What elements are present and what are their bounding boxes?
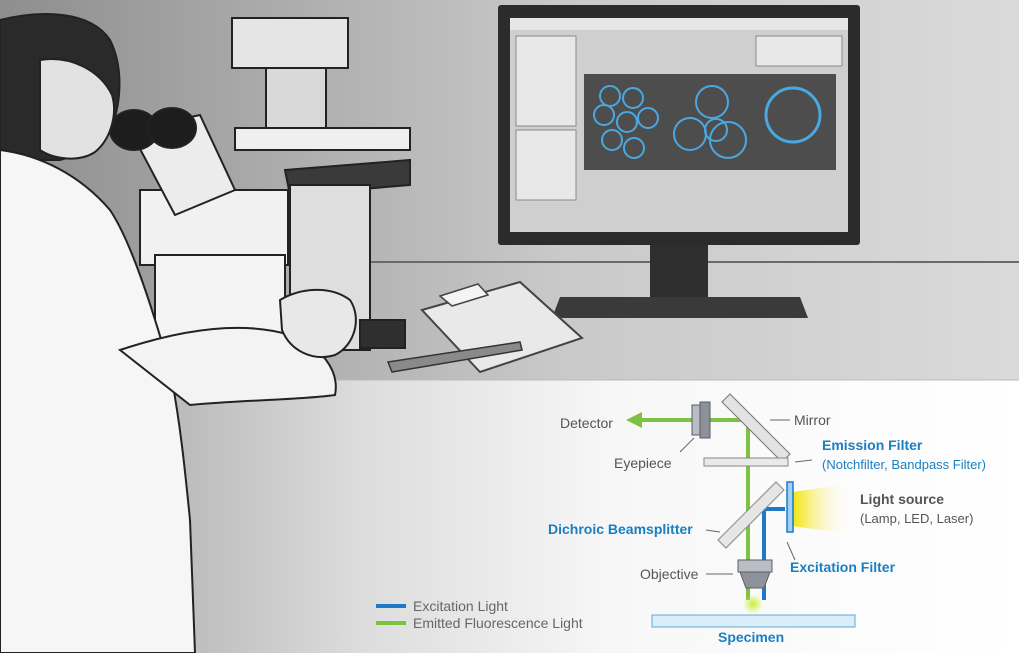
dichroic-label: Dichroic Beamsplitter <box>548 521 693 537</box>
specimen-label: Specimen <box>718 629 784 645</box>
legend-excitation-label: Excitation Light <box>413 598 508 614</box>
monitor <box>498 5 860 318</box>
specimen-slide <box>651 614 856 628</box>
light-source-label: Light source <box>860 491 944 507</box>
cell-images <box>584 74 836 170</box>
detector-arrow <box>626 412 642 428</box>
legend-emitted-label: Emitted Fluorescence Light <box>413 615 583 631</box>
legend: Excitation Light Emitted Fluorescence Li… <box>376 598 583 631</box>
excitation-filter <box>786 481 794 533</box>
optics-diagram: Detector Mirror Eyepiece Emission Filter… <box>376 393 986 645</box>
objective <box>737 559 773 589</box>
emission-filter-label: Emission Filter <box>822 437 923 453</box>
mirror-label: Mirror <box>794 412 831 428</box>
scientist <box>0 13 357 653</box>
mirror <box>721 393 791 463</box>
detector-label: Detector <box>560 415 613 431</box>
specimen-glow <box>743 594 763 614</box>
clipboard <box>386 280 584 374</box>
emission-filter-sublabel: (Notchfilter, Bandpass Filter) <box>822 457 986 472</box>
dichroic-beamsplitter <box>717 481 785 549</box>
eyepiece <box>691 401 711 439</box>
emission-filter <box>703 457 789 467</box>
eyepiece-label: Eyepiece <box>614 455 672 471</box>
excitation-filter-label: Excitation Filter <box>790 559 896 575</box>
light-source-beam <box>792 484 850 534</box>
light-source-sublabel: (Lamp, LED, Laser) <box>860 511 973 526</box>
objective-label: Objective <box>640 566 699 582</box>
